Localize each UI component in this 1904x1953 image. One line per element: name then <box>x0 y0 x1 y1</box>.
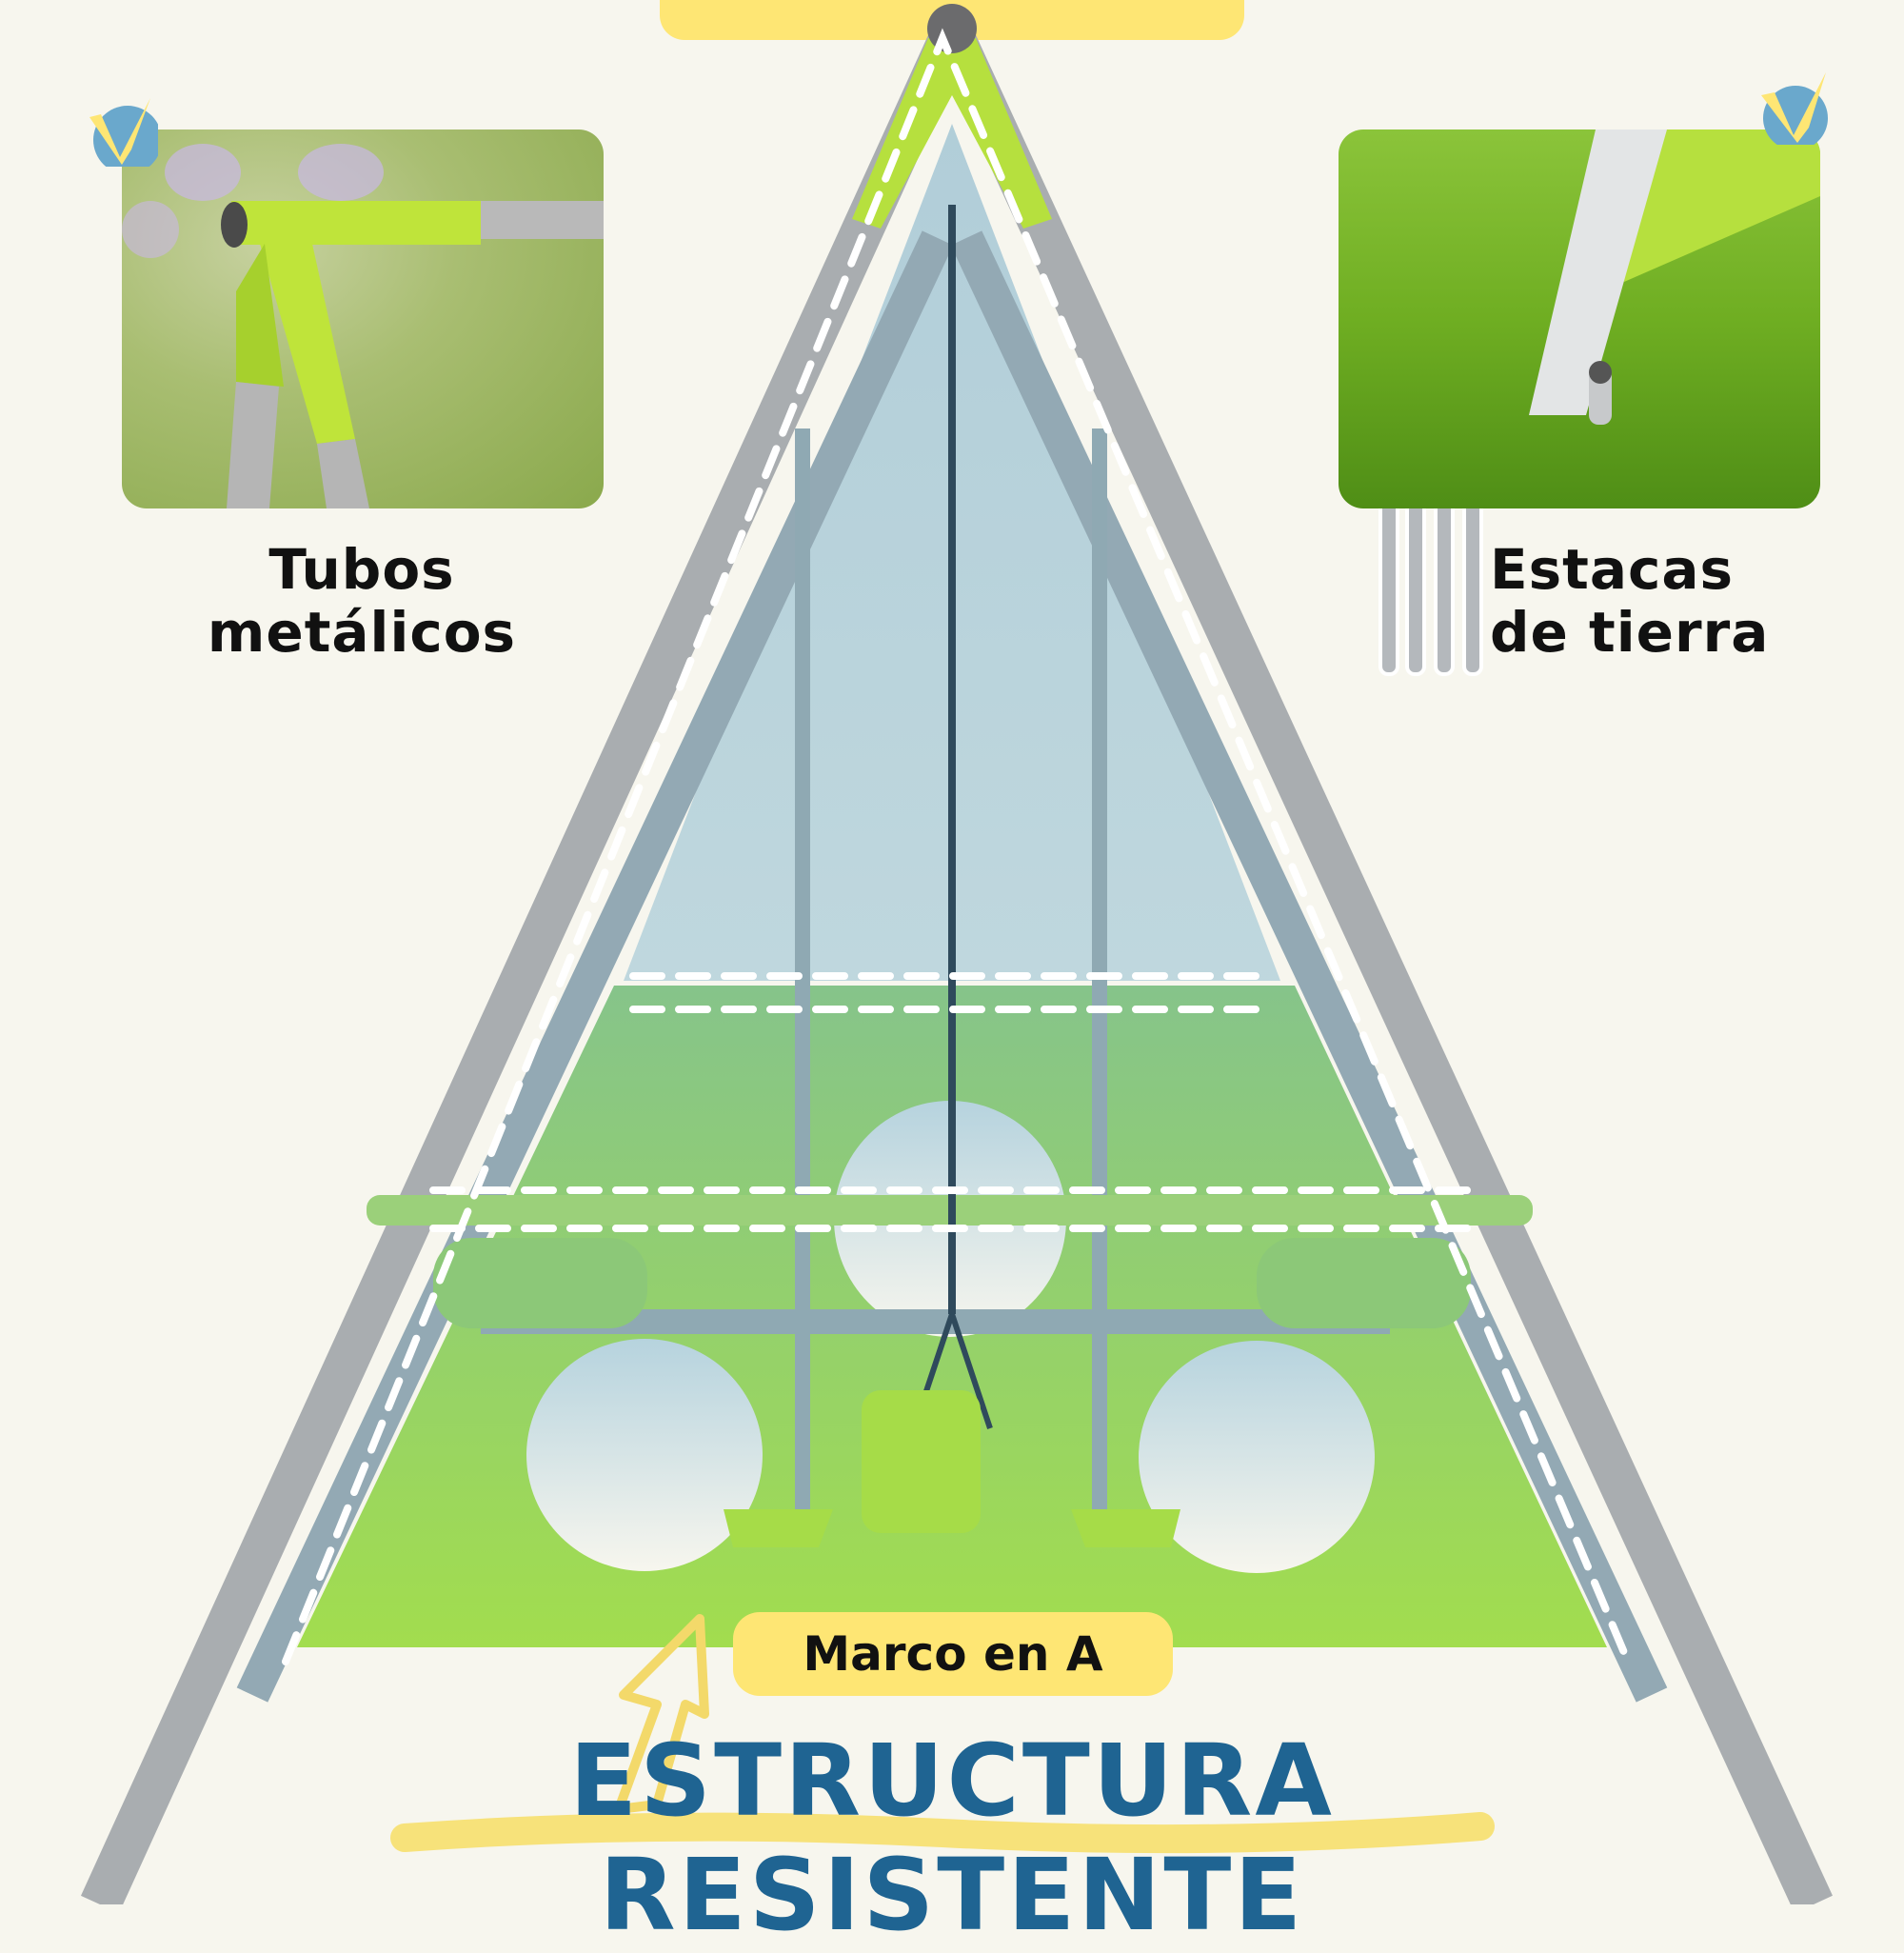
caption-line-1: Estacas <box>1490 537 1735 602</box>
a-frame-label-pill: Marco en A <box>733 1612 1173 1696</box>
feature-caption-metal-tubes: Tubos metálicos <box>190 538 533 664</box>
check-icon-right <box>1761 72 1828 145</box>
ground-stake-photo <box>1339 130 1820 508</box>
headline: ESTRUCTURA RESISTENTE <box>569 1723 1335 1953</box>
caption-line-2: metálicos <box>207 600 517 665</box>
check-icon-left <box>89 98 158 167</box>
feature-caption-ground-stakes: Estacas de tierra <box>1490 538 1871 664</box>
caption-line-2: de tierra <box>1490 600 1770 665</box>
metal-tubes-photo <box>122 130 604 508</box>
caption-line-1: Tubos <box>268 537 455 602</box>
a-frame-swing-illustration <box>80 4 1833 1904</box>
